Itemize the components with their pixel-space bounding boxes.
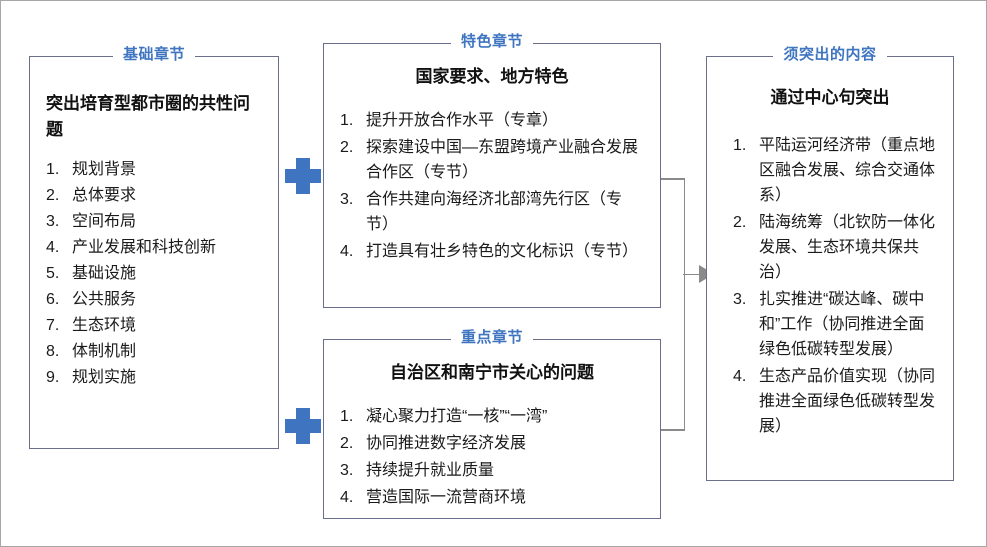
list-item-number: 8. [46,343,60,360]
box-highlight-body: 通过中心句突出 1. 平陆运河经济带（重点地区融合发展、综合交通体系） 2. 陆海统… [707,57,953,480]
list-item-number: 3. [340,191,354,208]
list-item-number: 1. [340,112,354,129]
box-keypoint-title: 自治区和南宁市关心的问题 [390,363,594,382]
box-feature-list: 1. 提升开放合作水平（专章） 2. 探索建设中国—东盟跨境产业融合发展合作区（专节… [340,108,644,264]
list-item: 7. 生态环境 [46,313,262,338]
connector-line-to-highlight [683,273,701,275]
list-item-text: 营造国际一流营商环境 [366,489,527,506]
list-item: 4. 产业发展和科技创新 [46,235,262,260]
list-item-number: 3. [733,291,747,308]
list-item-text: 体制机制 [72,343,137,360]
list-item: 2. 探索建设中国—东盟跨境产业融合发展合作区（专节） [340,135,644,185]
list-item-text: 扎实推进“碳达峰、碳中和”工作（协同推进全面绿色低碳转型发展） [759,291,925,358]
list-item-text: 总体要求 [72,187,137,204]
connector-line-vertical-merge [683,178,685,431]
list-item-text: 基础设施 [72,265,137,282]
list-item-number: 2. [46,187,60,204]
list-item: 3. 空间布局 [46,209,262,234]
list-item-text: 公共服务 [72,291,137,308]
connector-line-from-keypoint [661,429,685,431]
list-item-number: 4. [46,239,60,256]
list-item: 4. 营造国际一流营商环境 [340,485,644,510]
list-item-number: 7. [46,317,60,334]
box-highlight-list: 1. 平陆运河经济带（重点地区融合发展、综合交通体系） 2. 陆海统筹（北钦防一体化… [723,133,937,439]
list-item: 4. 生态产品价值实现（协同推进全面绿色低碳转型发展） [733,364,937,439]
list-item: 1. 凝心聚力打造“一核”“一湾” [340,404,644,429]
list-item-text: 协同推进数字经济发展 [366,435,527,452]
list-item-number: 3. [340,462,354,479]
box-foundation: 基础章节 突出培育型都市圈的共性问题 1.规划背景 2.总体要求 3.空间布局 … [29,45,279,449]
list-item-number: 4. [340,243,354,260]
box-foundation-list: 1.规划背景 2.总体要求 3.空间布局 4.产业发展和科技创新 5.基础设施 … [46,157,262,390]
list-item-text: 陆海统筹（北钦防一体化发展、生态环境共保共治） [759,214,936,281]
list-item-number: 1. [46,161,60,178]
list-item: 1. 规划背景 [46,157,262,182]
box-foundation-title: 突出培育型都市圈的共性问题 [46,94,250,139]
list-item-text: 产业发展和科技创新 [72,239,217,256]
list-item-text: 规划实施 [72,369,137,386]
list-item: 3. 合作共建向海经济北部湾先行区（专节） [340,187,644,237]
box-feature-body: 国家要求、地方特色 1. 提升开放合作水平（专章） 2. 探索建设中国—东盟跨境产业… [324,44,660,307]
list-item-number: 2. [340,435,354,452]
list-item-text: 打造具有壮乡特色的文化标识（专节） [366,243,639,260]
list-item-text: 生态产品价值实现（协同推进全面绿色低碳转型发展） [759,368,936,435]
list-item-number: 1. [733,137,747,154]
list-item-number: 3. [46,213,60,230]
list-item-text: 凝心聚力打造“一核”“一湾” [366,408,548,425]
list-item: 1. 平陆运河经济带（重点地区融合发展、综合交通体系） [733,133,937,208]
list-item-number: 4. [733,368,747,385]
box-feature: 特色章节 国家要求、地方特色 1.提升开放合作水平（专章） 2.探索建设中国—东… [323,32,661,308]
list-item-number: 5. [46,265,60,282]
list-item: 2. 协同推进数字经济发展 [340,431,644,456]
list-item-text: 空间布局 [72,213,137,230]
list-item-number: 1. [340,408,354,425]
list-item: 4. 打造具有壮乡特色的文化标识（专节） [340,239,644,264]
list-item: 2. 总体要求 [46,183,262,208]
plus-operator-bottom-icon [285,408,321,444]
list-item-text: 持续提升就业质量 [366,462,495,479]
list-item-text: 生态环境 [72,317,137,334]
plus-operator-top-icon [285,158,321,194]
list-item: 6. 公共服务 [46,287,262,312]
list-item: 3. 持续提升就业质量 [340,458,644,483]
box-highlight: 须突出的内容 通过中心句突出 1.平陆运河经济带（重点地区融合发展、综合交通体系… [706,45,954,481]
box-highlight-title: 通过中心句突出 [770,88,890,107]
list-item-number: 4. [340,489,354,506]
list-item-number: 2. [733,214,747,231]
connector-line-from-feature [661,178,685,180]
list-item-number: 2. [340,139,354,156]
box-keypoint-list: 1. 凝心聚力打造“一核”“一湾” 2. 协同推进数字经济发展 3. 持续提升就业质量… [340,404,644,510]
list-item-text: 规划背景 [72,161,137,178]
list-item: 9. 规划实施 [46,365,262,390]
list-item: 5. 基础设施 [46,261,262,286]
box-foundation-body: 突出培育型都市圈的共性问题 1. 规划背景 2. 总体要求 3. 空间布局 4. 产业发… [30,57,278,448]
list-item-number: 6. [46,291,60,308]
list-item-number: 9. [46,369,60,386]
box-keypoint-body: 自治区和南宁市关心的问题 1. 凝心聚力打造“一核”“一湾” 2. 协同推进数字经济… [324,340,660,518]
list-item: 3. 扎实推进“碳达峰、碳中和”工作（协同推进全面绿色低碳转型发展） [733,287,937,362]
list-item-text: 合作共建向海经济北部湾先行区（专节） [366,191,623,233]
box-keypoint: 重点章节 自治区和南宁市关心的问题 1.凝心聚力打造“一核”“一湾” 2.协同推… [323,328,661,519]
list-item: 8. 体制机制 [46,339,262,364]
list-item-text: 提升开放合作水平（专章） [366,112,559,129]
box-feature-title: 国家要求、地方特色 [415,67,569,86]
list-item: 2. 陆海统筹（北钦防一体化发展、生态环境共保共治） [733,210,937,285]
list-item-text: 探索建设中国—东盟跨境产业融合发展合作区（专节） [366,139,639,181]
list-item-text: 平陆运河经济带（重点地区融合发展、综合交通体系） [759,137,936,204]
list-item: 1. 提升开放合作水平（专章） [340,108,644,133]
